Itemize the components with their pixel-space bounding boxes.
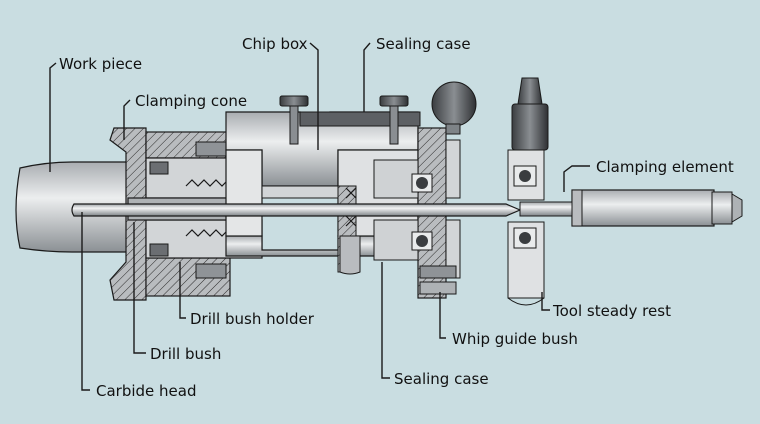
tool-steady-rest: [507, 77, 549, 306]
label-tool-steady-rest: Tool steady rest: [552, 302, 671, 320]
leader-tool-steady-rest: [541, 292, 550, 311]
leader-clamping-element: [563, 165, 590, 192]
leader-sealing-case-top: [363, 42, 371, 112]
label-chip-box: Chip box: [242, 35, 308, 53]
label-drill-bush-holder: Drill bush holder: [190, 310, 315, 328]
leader-whip-guide-bush: [439, 292, 446, 339]
label-sealing-case-top: Sealing case: [376, 35, 471, 53]
label-clamping-element: Clamping element: [596, 158, 734, 176]
label-clamping-cone: Clamping cone: [135, 92, 247, 110]
label-whip-guide-bush: Whip guide bush: [452, 330, 578, 348]
leader-lines: [49, 42, 590, 391]
leader-work-piece: [49, 62, 57, 172]
leader-carbide-head: [81, 212, 90, 391]
leader-sealing-case-bottom: [381, 262, 390, 379]
label-sealing-case-bottom: Sealing case: [394, 370, 489, 388]
chip-box-handle-left: [279, 95, 309, 145]
clamping-element: [571, 189, 743, 227]
chip-box-handle-right: [379, 95, 409, 145]
sealing-case-knob: [431, 81, 477, 135]
drill-tool-shank: [71, 201, 573, 217]
label-carbide-head: Carbide head: [96, 382, 197, 400]
label-drill-bush: Drill bush: [150, 345, 221, 363]
leader-clamping-cone: [123, 99, 131, 140]
label-work-piece: Work piece: [59, 55, 142, 73]
leader-drill-bush-holder: [179, 262, 186, 319]
leader-chip-box: [309, 42, 319, 150]
leader-drill-bush: [133, 222, 146, 354]
sealing-case: [373, 127, 461, 299]
